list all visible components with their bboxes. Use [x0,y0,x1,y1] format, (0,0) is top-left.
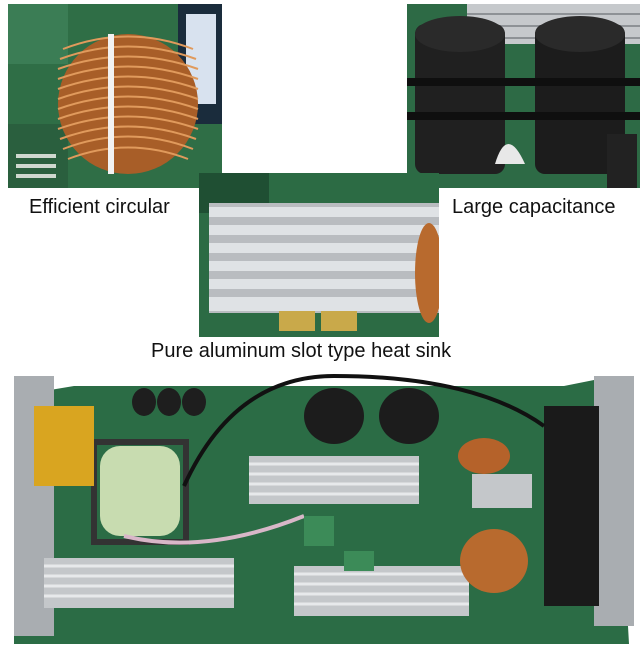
heatsink-caption: Pure aluminum slot type heat sink [151,340,452,362]
heatsink-photo [199,173,439,337]
power-board-photo [4,366,636,644]
capacitor-photo [407,4,640,188]
capacitor-caption: Large capacitance [452,196,616,218]
inductor-coil-photo [8,4,222,188]
inductor-caption: Efficient circular [29,196,170,218]
